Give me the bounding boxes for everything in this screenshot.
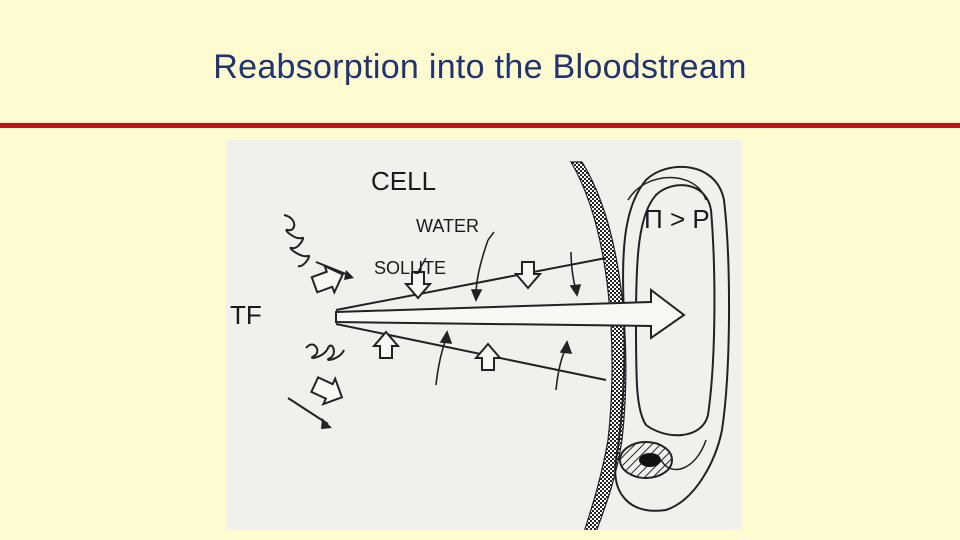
water-label: WATER <box>416 216 479 236</box>
upper-diffusion-line <box>335 257 607 311</box>
reabsorption-diagram: CELL WATER SOLUTE TF Π > P <box>226 140 742 530</box>
solute-arrow-down-1 <box>403 271 433 300</box>
lower-coil <box>305 343 345 361</box>
solute-label: SOLUTE <box>374 258 446 278</box>
rbc-nucleus <box>639 453 661 467</box>
flow-arrow-top <box>627 176 707 201</box>
tf-label: TF <box>230 300 262 330</box>
flow-arrow-bottom <box>660 439 707 471</box>
tf-thin-arrowhead-lower <box>321 418 332 429</box>
pressure-label: Π > P <box>644 204 710 234</box>
water-arrows-lower <box>435 330 573 391</box>
water-arrows-upper <box>470 239 582 302</box>
title-divider <box>0 123 960 128</box>
upper-coil <box>283 214 310 268</box>
capillary-inner <box>634 184 716 437</box>
tf-arrow-lower <box>310 376 344 406</box>
cell-membrane <box>569 161 627 530</box>
solute-arrow-down-2 <box>513 261 543 290</box>
tf-thin-arrowhead-upper <box>344 270 354 280</box>
main-transport-arrow <box>335 287 686 340</box>
solute-arrow-up-1 <box>371 330 401 359</box>
tf-arrow-upper <box>310 264 345 296</box>
tf-thin-arrow-upper <box>315 261 352 277</box>
cell-label: CELL <box>371 166 436 196</box>
solute-arrow-up-2 <box>473 342 503 371</box>
solute-leader <box>417 257 427 273</box>
tf-thin-arrow-lower <box>287 397 329 425</box>
slide-title: Reabsorption into the Bloodstream <box>213 48 747 86</box>
lower-diffusion-line <box>335 323 607 381</box>
water-leader <box>487 231 495 241</box>
